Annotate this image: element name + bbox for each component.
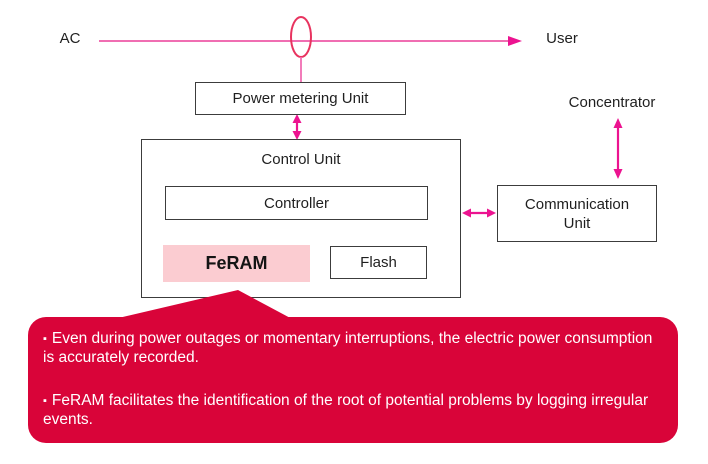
current-transformer-icon [290,16,312,58]
bullet-square-icon: ▪ [43,333,47,345]
user-label: User [546,30,578,47]
control-unit-label: Control Unit [261,151,341,168]
arrow-control-communication-icon [462,208,496,218]
power-metering-unit-box: Power metering Unit [195,82,406,115]
flash-box: Flash [330,246,427,279]
arrow-power-control-icon [292,114,302,140]
communication-unit-box: Communication Unit [497,185,657,242]
concentrator-label: Concentrator [568,94,656,111]
arrow-concentrator-communication-icon [613,118,623,179]
ac-label: AC [59,30,81,47]
ac-power-line [99,36,522,46]
feram-benefits-callout: ▪Even during power outages or momentary … [28,317,678,443]
bullet-square-icon: ▪ [43,395,47,407]
callout-bullet-1: ▪Even during power outages or momentary … [43,330,660,366]
arrow-right-icon [508,36,522,46]
callout-bullet-1-text: Even during power outages or momentary i… [43,330,653,366]
feram-box: FeRAM [163,245,310,282]
controller-box: Controller [165,186,428,220]
callout-bullet-2-text: FeRAM facilitates the identification of … [43,392,649,428]
callout-bullet-2: ▪FeRAM facilitates the identification of… [43,392,660,428]
